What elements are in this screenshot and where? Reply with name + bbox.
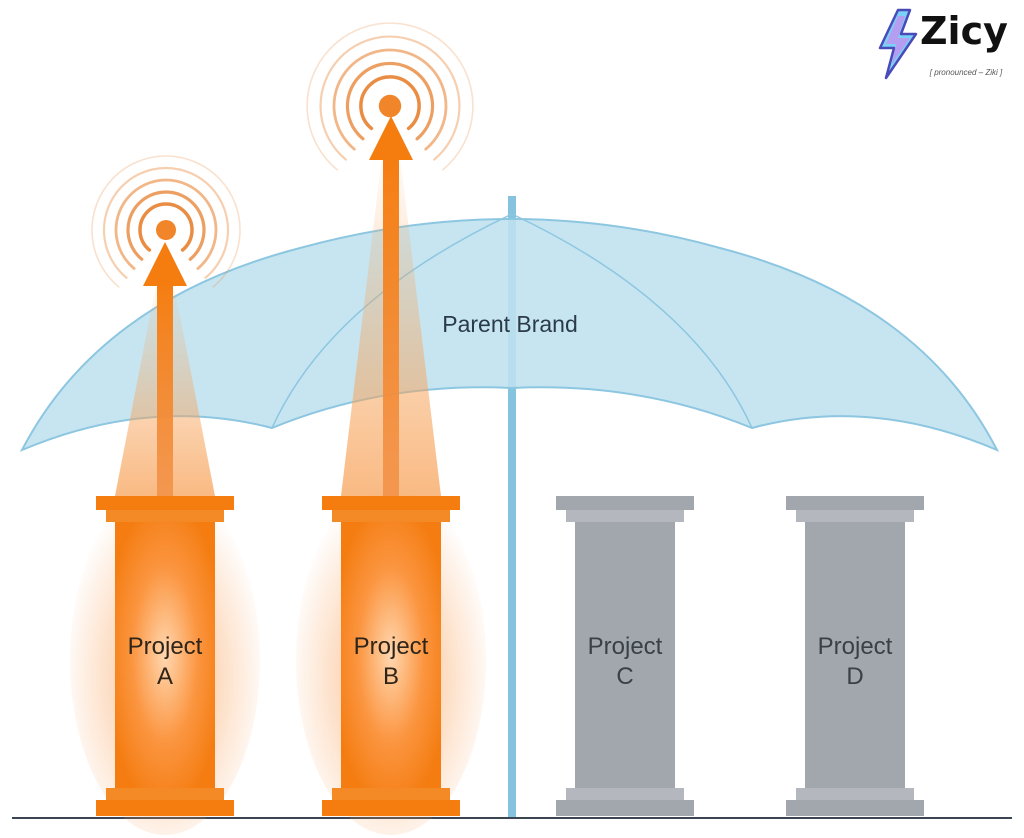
pillar-capital bbox=[322, 496, 460, 510]
pillar-base bbox=[96, 800, 234, 816]
broadcast-signal-icon bbox=[91, 155, 241, 288]
lightning-bolt-icon bbox=[878, 8, 918, 80]
umbrella-pole bbox=[508, 196, 516, 818]
pillar-label-line1: Project bbox=[128, 633, 203, 660]
pillar-base bbox=[786, 800, 924, 816]
arrow-head bbox=[369, 116, 413, 160]
pillar-label-line1: Project bbox=[818, 633, 893, 660]
pillar-shaft bbox=[115, 522, 215, 788]
pillar-shaft bbox=[805, 522, 905, 788]
zicy-logo: Zicy [ pronounced – Ziki ] bbox=[876, 8, 1016, 80]
pillar-label-line2: A bbox=[157, 663, 173, 690]
pillar-shaft bbox=[341, 522, 441, 788]
logo-wordmark: Zicy bbox=[920, 9, 1008, 53]
umbrella-canopy bbox=[19, 213, 1000, 453]
pillar-capital bbox=[786, 496, 924, 510]
pillar-label-line2: D bbox=[846, 663, 863, 690]
pillar-label-line2: C bbox=[616, 663, 633, 690]
umbrella-label: Parent Brand bbox=[442, 311, 578, 337]
arrow-shaft bbox=[157, 280, 173, 496]
pillar-shaft bbox=[575, 522, 675, 788]
pillar-label-line1: Project bbox=[354, 633, 429, 660]
pillar-label-line1: Project bbox=[588, 633, 663, 660]
pillar-base bbox=[322, 800, 460, 816]
pillar-label-line2: B bbox=[383, 663, 399, 690]
pillar-capital bbox=[96, 496, 234, 510]
arrow-head bbox=[143, 242, 187, 286]
arrow-shaft bbox=[383, 154, 399, 496]
pillar-base bbox=[556, 800, 694, 816]
pillar-capital bbox=[556, 496, 694, 510]
broadcast-signal-icon bbox=[306, 22, 474, 171]
logo-tagline: [ pronounced – Ziki ] bbox=[929, 68, 1003, 77]
